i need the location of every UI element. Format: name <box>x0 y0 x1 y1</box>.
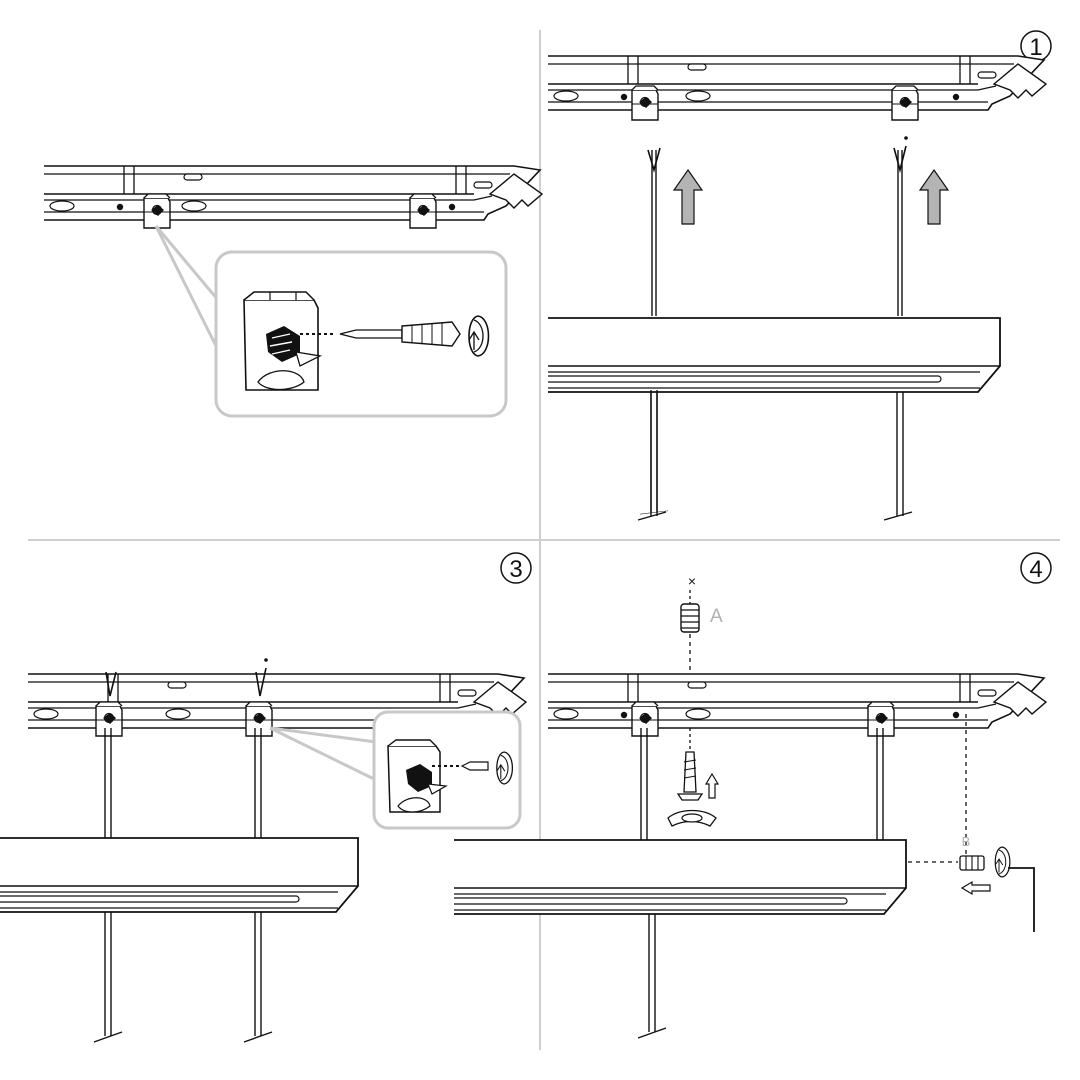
nut-block-detail <box>387 739 448 813</box>
step-number-4: 4 <box>1029 556 1042 583</box>
screwdriver <box>339 321 461 347</box>
side-screw <box>959 855 985 871</box>
wall-plug-anchor <box>680 603 700 633</box>
panel-top-left <box>43 165 543 418</box>
move-left-arrow-icon <box>960 880 991 896</box>
nut-block-detail <box>243 291 323 391</box>
move-up-arrow-icon <box>704 772 720 799</box>
move-up-arrow-icon <box>673 169 703 225</box>
panel-step-4: 4 × A <box>453 552 1052 1039</box>
part-label-a: A <box>710 606 723 627</box>
toggle-wing-anchor <box>667 809 717 827</box>
step-number-1: 1 <box>1029 34 1042 61</box>
step-number-3: 3 <box>509 556 522 583</box>
move-up-arrow-icon <box>919 169 949 225</box>
part-label-b: B <box>962 834 971 849</box>
screw <box>676 751 704 801</box>
drill-mark-icon: × <box>688 573 696 589</box>
panel-step-3: 3 <box>0 552 532 1043</box>
panel-step-1: 1 <box>547 30 1052 521</box>
rotate-arrow-icon <box>994 846 1011 878</box>
